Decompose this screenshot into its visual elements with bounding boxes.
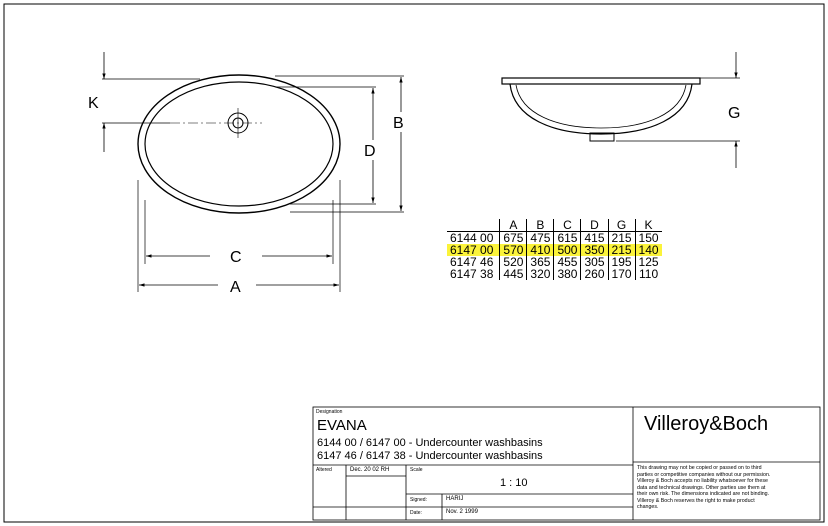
- column-header: C: [553, 219, 581, 232]
- table-cell: 110: [634, 268, 662, 280]
- date-label: Date:: [410, 510, 422, 516]
- basin-inner-bowl: [144, 81, 334, 207]
- table-cell: 415: [580, 231, 609, 244]
- table-cell: 455: [553, 256, 581, 268]
- column-header: A: [499, 219, 527, 232]
- label-d: D: [364, 143, 376, 160]
- plan-view-labels: K D B C A: [88, 95, 404, 296]
- product-code: 6147 00: [447, 244, 500, 256]
- basin-waste-outlet: [589, 132, 615, 142]
- label-k: K: [88, 95, 99, 112]
- table-cell: 125: [634, 256, 662, 268]
- altered-label: Altered: [316, 467, 332, 473]
- basin-outer-rim: [137, 74, 341, 214]
- label-c: C: [230, 249, 242, 266]
- disclaimer-line: Villeroy & Boch accepts no liability wha…: [637, 478, 768, 484]
- table-row-highlighted: 6147 00 570 410 500 350 215 140: [447, 244, 662, 256]
- designation-label: Designation: [316, 409, 343, 415]
- table-cell: 305: [580, 256, 609, 268]
- sheet-border: [3, 3, 825, 523]
- basin-side-bowl-outer: [509, 83, 693, 135]
- product-line-1: 6144 00 / 6147 00 - Undercounter washbas…: [317, 437, 543, 449]
- product-name: EVANA: [317, 417, 367, 434]
- table-cell: 195: [607, 256, 636, 268]
- scale-label: Scale: [410, 467, 423, 473]
- column-header: K: [634, 219, 662, 232]
- table-cell: 380: [553, 268, 581, 280]
- product-line-2: 6147 46 / 6147 38 - Undercounter washbas…: [317, 450, 543, 462]
- brand-logo: Villeroy&Boch: [644, 413, 769, 435]
- table-row: 6147 46 520 365 455 305 195 125: [447, 256, 662, 268]
- table-cell: 615: [553, 231, 581, 244]
- table-cell: 320: [526, 268, 554, 280]
- disclaimer: This drawing may not be copied or passed…: [637, 465, 819, 511]
- disclaimer-line: their own risk. The dimensions indicated…: [637, 491, 770, 497]
- table-cell: 150: [634, 231, 662, 244]
- signed-label: Signed:: [410, 497, 427, 503]
- table-cell: 215: [607, 244, 636, 256]
- table-cell: 410: [526, 244, 554, 256]
- table-cell: 475: [526, 231, 554, 244]
- scale-value: 1 : 10: [500, 477, 528, 489]
- table-row: 6144 00 675 475 615 415 215 150: [447, 231, 662, 245]
- table-cell: 520: [499, 256, 527, 268]
- label-a: A: [230, 279, 241, 296]
- product-code: 6144 00: [450, 231, 494, 245]
- disclaimer-line: parties or competitive companies without…: [637, 471, 771, 478]
- table-row: 6147 38 445 320 380 260 170 110: [447, 268, 662, 280]
- table-cell: 140: [634, 244, 662, 256]
- disclaimer-line: data and technical drawings. Other parti…: [637, 484, 766, 491]
- column-header: D: [580, 219, 609, 232]
- dimension-table-header: A B C D G K: [447, 219, 662, 232]
- title-block-frame: [312, 406, 821, 521]
- table-cell: 675: [499, 231, 527, 244]
- disclaimer-line: Villeroy & Boch reserves the right to ma…: [637, 497, 755, 504]
- label-b: B: [393, 115, 404, 132]
- table-cell: 570: [499, 244, 527, 256]
- column-header: B: [526, 219, 554, 232]
- basin-side-bowl-inner: [515, 84, 687, 129]
- label-g: G: [728, 105, 740, 122]
- table-cell: 350: [580, 244, 609, 256]
- signed-value: HARIJ: [446, 496, 464, 502]
- column-header: G: [607, 219, 636, 232]
- side-view: [501, 52, 740, 168]
- date-value: Nov. 2 1999: [446, 509, 478, 515]
- altered-value: Dec. 20 02 RH: [350, 467, 390, 473]
- table-cell: 215: [607, 231, 636, 244]
- product-code: 6147 38: [450, 267, 494, 281]
- plan-view: [102, 52, 404, 292]
- disclaimer-line: This drawing may not be copied or passed…: [637, 465, 762, 471]
- table-cell: 500: [553, 244, 581, 256]
- table-cell: 445: [499, 268, 527, 280]
- table-cell: 170: [607, 268, 636, 280]
- dimension-table: A B C D G K 6144 00 675 475 615 415 215 …: [447, 219, 662, 280]
- product-code: 6147 46: [450, 255, 494, 269]
- table-cell: 260: [580, 268, 609, 280]
- table-cell: 365: [526, 256, 554, 268]
- basin-side-rim: [501, 77, 701, 85]
- disclaimer-line: changes.: [637, 504, 659, 510]
